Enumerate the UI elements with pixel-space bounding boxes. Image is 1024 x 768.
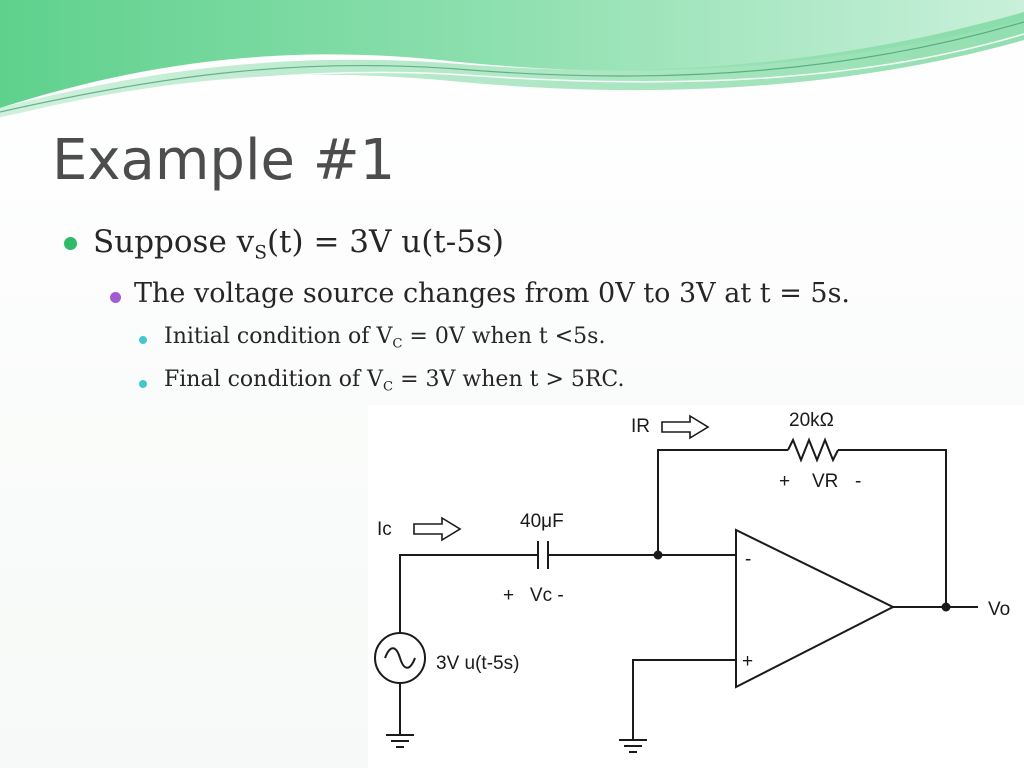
slide-title: Example #1 — [52, 128, 396, 193]
ir-arrow-icon — [661, 414, 710, 440]
opamp-minus-label: - — [745, 549, 751, 570]
subscript: C — [392, 336, 403, 352]
bullet-text: Suppose v — [93, 224, 255, 260]
bullet-text: Initial condition of V — [164, 324, 393, 349]
ic-arrow-icon — [413, 516, 462, 542]
ir-label: IR — [631, 416, 650, 437]
ic-label: Ic — [377, 519, 392, 540]
bullet-dot-level3 — [139, 336, 147, 344]
resistor-label: 20kΩ — [789, 410, 834, 431]
bullet-dot-level3 — [139, 380, 147, 388]
bullet-suppose: Suppose vS(t) = 3V u(t-5s) — [93, 224, 504, 264]
subscript: C — [383, 379, 394, 395]
source-label: 3V u(t-5s) — [436, 653, 519, 674]
bullet-text: Final condition of V — [164, 367, 384, 392]
header-swoosh-decoration — [0, 0, 1024, 119]
sine-wave-icon — [384, 647, 416, 669]
feedback-wire — [657, 449, 788, 555]
subscript: S — [254, 242, 267, 264]
bullet-voltage-source: The voltage source changes from 0V to 3V… — [134, 278, 851, 309]
bullet-dot-level2 — [110, 292, 121, 303]
ground-icon — [386, 734, 414, 748]
vr-minus: - — [855, 471, 861, 492]
bullet-text: = 3V when t > 5RC. — [393, 367, 625, 392]
noninverting-input-wire — [632, 659, 736, 740]
junction-dot — [653, 550, 663, 560]
bullet-text: = 0V when t <5s. — [402, 324, 606, 349]
circuit-diagram: 20kΩ IR + VR - 40μF Ic + Vc - 3V u(t-5s)… — [368, 405, 1024, 768]
resistor-symbol — [787, 437, 839, 463]
capacitor-label: 40μF — [520, 511, 564, 532]
vr-label: VR — [812, 471, 838, 492]
input-wire — [399, 554, 538, 633]
ground-icon — [619, 739, 647, 753]
bullet-final-condition: Final condition of VC = 3V when t > 5RC. — [164, 367, 624, 395]
output-label: Vo — [988, 599, 1010, 620]
output-feedback-wire — [838, 449, 947, 607]
bullet-text: (t) = 3V u(t-5s) — [266, 224, 504, 260]
vc-label: + Vc - — [503, 585, 564, 606]
opamp-symbol — [735, 528, 896, 689]
opamp-plus-label: + — [742, 651, 753, 672]
bullet-initial-condition: Initial condition of VC = 0V when t <5s. — [164, 324, 605, 352]
vr-plus: + — [779, 471, 790, 492]
bullet-dot-level1 — [64, 237, 77, 250]
junction-dot — [941, 602, 951, 612]
